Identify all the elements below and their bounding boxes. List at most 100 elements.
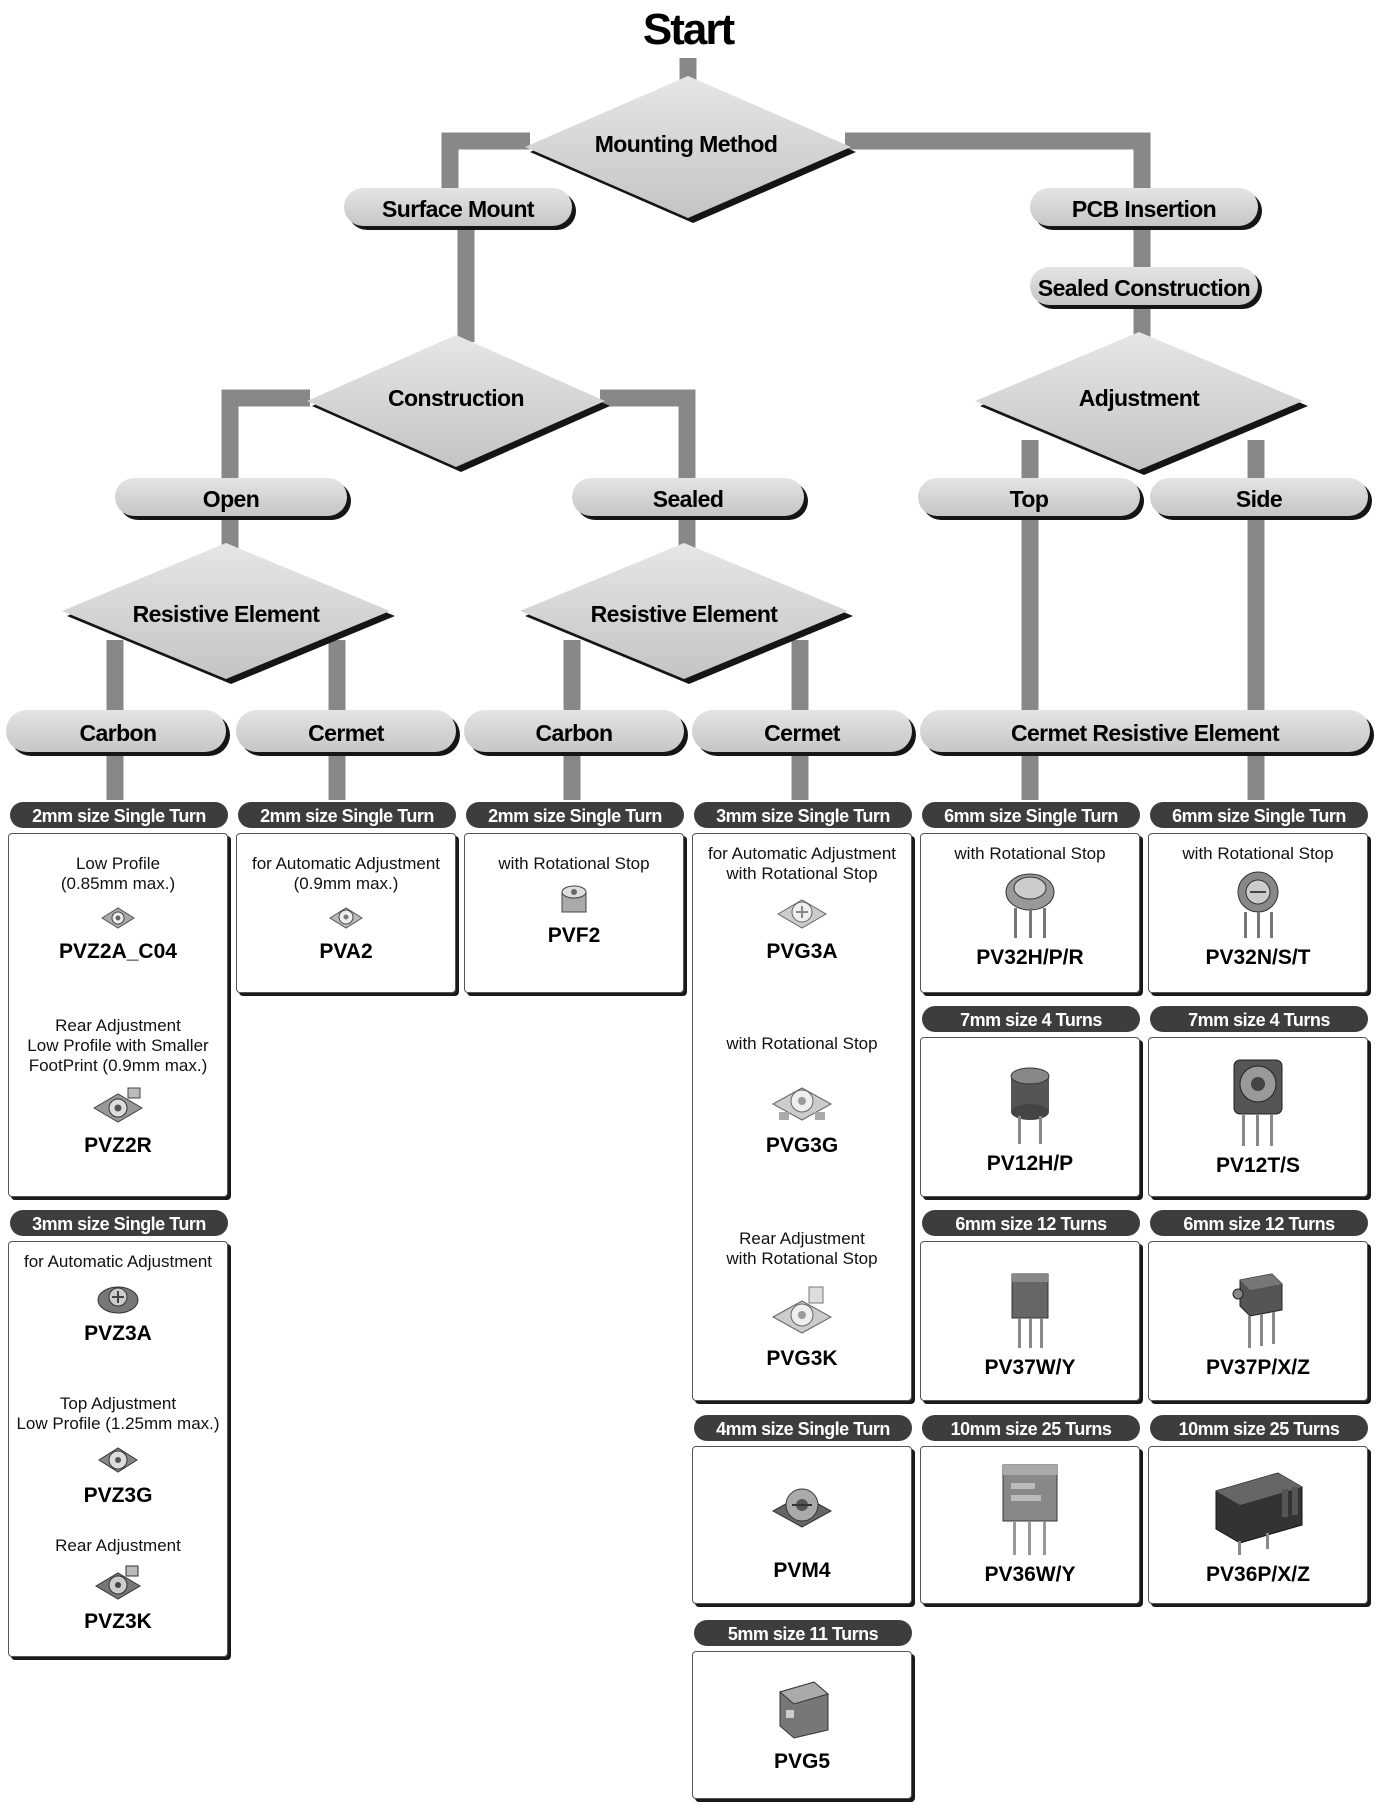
box-top-6mm-single: with Rotational Stop PV32H/P/R: [920, 833, 1140, 993]
box-top-10mm-25turns: PV36W/Y: [920, 1446, 1140, 1604]
option-surface-mount: Surface Mount: [344, 188, 576, 230]
product-desc: Rear Adjustment: [55, 1536, 181, 1555]
product-desc: for Automatic Adjustment (0.9mm max.): [251, 854, 441, 893]
decision-resistive-element-open-label: Resistive Element: [133, 601, 321, 627]
product-part-number: PV36W/Y: [984, 1563, 1076, 1586]
pvg3g-photo: [769, 1076, 835, 1128]
product-pvm4[interactable]: PVM4: [693, 1475, 911, 1583]
product-pvg3k[interactable]: Rear Adjustment with Rotational Stop PVG…: [693, 1229, 911, 1371]
box-open-carbon-2mm: Low Profile (0.85mm max.) PVZ2A_C04 Rear…: [8, 833, 228, 1197]
header-3mm-single-turn-carbon: 3mm size Single Turn: [10, 1210, 228, 1236]
product-pv12t[interactable]: PV12T/S: [1149, 1052, 1367, 1178]
product-part-number: PVG3G: [765, 1134, 839, 1157]
option-side-label: Side: [1236, 486, 1282, 512]
option-sealed-label: Sealed: [653, 486, 724, 512]
option-cermet-open-label: Cermet: [308, 720, 385, 746]
pvm4-photo: [767, 1475, 837, 1539]
decision-construction: Construction: [307, 335, 610, 472]
box-open-cermet-2mm: for Automatic Adjustment (0.9mm max.) PV…: [236, 833, 456, 993]
product-desc: Low Profile (0.85mm max.): [60, 854, 176, 893]
box-sealed-carbon-2mm: with Rotational Stop PVF2: [464, 833, 684, 993]
header-4mm-single-turn: 4mm size Single Turn: [694, 1415, 912, 1441]
header-2mm-single-turn-cermet: 2mm size Single Turn: [238, 802, 456, 828]
header-2mm-single-turn-carbon: 2mm size Single Turn: [10, 802, 228, 828]
decision-construction-label: Construction: [388, 385, 524, 411]
option-sealed-construction-label: Sealed Construction: [1038, 275, 1250, 301]
option-pcb-insertion-label: PCB Insertion: [1072, 196, 1216, 222]
product-desc: for Automatic Adjustment with Rotational…: [707, 844, 897, 883]
product-pvz2r[interactable]: Rear Adjustment Low Profile with Smaller…: [9, 1016, 227, 1158]
header-6mm-single-turn-top: 6mm size Single Turn: [922, 802, 1140, 828]
pv36w-photo: [997, 1461, 1063, 1557]
product-pvf2[interactable]: with Rotational Stop PVF2: [465, 854, 683, 948]
product-pv32h[interactable]: with Rotational Stop PV32H/P/R: [921, 844, 1139, 970]
product-pv12h[interactable]: PV12H/P: [921, 1066, 1139, 1176]
header-6mm-12-turns-top-label: 6mm size 12 Turns: [955, 1214, 1107, 1234]
product-pv36p[interactable]: PV36P/X/Z: [1149, 1467, 1367, 1587]
header-5mm-11-turns-label: 5mm size 11 Turns: [728, 1624, 879, 1644]
header-10mm-25-turns-side-label: 10mm size 25 Turns: [1179, 1419, 1340, 1439]
product-pvz2a-c04[interactable]: Low Profile (0.85mm max.) PVZ2A_C04: [9, 854, 227, 964]
pv12h-photo: [1005, 1066, 1055, 1146]
product-desc: with Rotational Stop: [954, 844, 1106, 863]
pv36p-photo: [1208, 1467, 1308, 1557]
product-pvz3k[interactable]: Rear Adjustment PVZ3K: [9, 1536, 227, 1634]
header-7mm-4-turns-side-label: 7mm size 4 Turns: [1188, 1010, 1330, 1030]
pvg3k-photo: [769, 1285, 835, 1341]
header-4mm-single-turn-label: 4mm size Single Turn: [716, 1419, 890, 1439]
product-part-number: PVZ2A_C04: [59, 940, 177, 963]
header-6mm-12-turns-top: 6mm size 12 Turns: [922, 1210, 1140, 1236]
pvf2-photo: [556, 882, 592, 918]
option-carbon-open: Carbon: [6, 710, 230, 756]
product-pvz3g[interactable]: Top Adjustment Low Profile (1.25mm max.)…: [9, 1394, 227, 1508]
header-3mm-single-turn-carbon-label: 3mm size Single Turn: [32, 1214, 206, 1234]
option-top: Top: [918, 478, 1144, 520]
header-10mm-25-turns-top-label: 10mm size 25 Turns: [951, 1419, 1112, 1439]
header-2mm-single-turn-carbon-label: 2mm size Single Turn: [32, 806, 206, 826]
product-part-number: PVF2: [547, 924, 601, 947]
option-top-label: Top: [1010, 486, 1049, 512]
decision-mounting-method-label: Mounting Method: [595, 131, 778, 157]
product-desc: Top Adjustment Low Profile (1.25mm max.): [16, 1394, 220, 1433]
box-top-6mm-12turns: PV37W/Y: [920, 1241, 1140, 1401]
option-open-label: Open: [203, 486, 259, 512]
product-pvg3g[interactable]: with Rotational Stop PVG3G: [693, 1034, 911, 1158]
pvz2r-photo: [88, 1084, 148, 1128]
option-side: Side: [1150, 478, 1372, 520]
product-pv37p[interactable]: PV37P/X/Z: [1149, 1270, 1367, 1380]
product-part-number: PV12T/S: [1215, 1154, 1301, 1177]
box-side-6mm-single: with Rotational Stop PV32N/S/T: [1148, 833, 1368, 993]
option-cermet-open: Cermet: [236, 710, 460, 756]
product-pv32n[interactable]: with Rotational Stop PV32N/S/T: [1149, 844, 1367, 970]
box-side-10mm-25turns: PV36P/X/Z: [1148, 1446, 1368, 1604]
product-pvz3a[interactable]: for Automatic Adjustment PVZ3A: [9, 1252, 227, 1346]
pvg3a-photo: [774, 892, 830, 934]
pv37w-photo: [1004, 1268, 1056, 1350]
product-desc: with Rotational Stop: [726, 1034, 878, 1053]
product-part-number: PVA2: [319, 940, 373, 963]
pvg5-photo: [770, 1676, 834, 1742]
product-pvg3a[interactable]: for Automatic Adjustment with Rotational…: [693, 844, 911, 964]
product-part-number: PVZ3G: [83, 1484, 153, 1507]
pv37p-photo: [1228, 1270, 1288, 1350]
product-part-number: PV32H/P/R: [976, 946, 1084, 969]
pvz3g-photo: [95, 1442, 141, 1478]
pv32n-photo: [1230, 868, 1286, 940]
section-headers: 2mm size Single Turn 3mm size Single Tur…: [10, 802, 1368, 1646]
header-7mm-4-turns-side: 7mm size 4 Turns: [1150, 1006, 1368, 1032]
header-2mm-single-turn-carbon-sealed-label: 2mm size Single Turn: [488, 806, 662, 826]
header-6mm-12-turns-side: 6mm size 12 Turns: [1150, 1210, 1368, 1236]
product-part-number: PVG5: [773, 1750, 831, 1773]
product-pv37w[interactable]: PV37W/Y: [921, 1268, 1139, 1380]
product-part-number: PV37W/Y: [984, 1356, 1076, 1379]
product-pva2[interactable]: for Automatic Adjustment (0.9mm max.) PV…: [237, 854, 455, 964]
start-title: Start: [643, 5, 736, 54]
header-6mm-single-turn-top-label: 6mm size Single Turn: [944, 806, 1118, 826]
product-part-number: PV37P/X/Z: [1206, 1356, 1310, 1379]
product-pv36w[interactable]: PV36W/Y: [921, 1461, 1139, 1587]
product-pvg5[interactable]: PVG5: [693, 1676, 911, 1774]
product-desc: Rear Adjustment Low Profile with Smaller…: [27, 1016, 209, 1075]
decision-resistive-element-open: Resistive Element: [62, 543, 395, 684]
product-part-number: PVZ3A: [84, 1322, 152, 1345]
option-sealed: Sealed: [572, 478, 808, 520]
